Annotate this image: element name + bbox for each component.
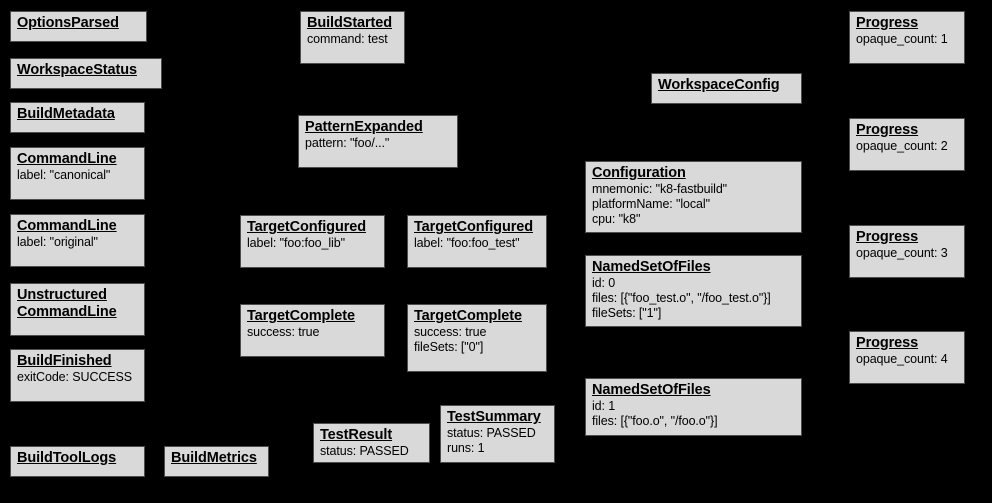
node-title: NamedSetOfFiles: [592, 382, 711, 398]
node-title: TargetConfigured: [247, 219, 366, 235]
node-title: NamedSetOfFiles: [592, 259, 711, 275]
node-field: exitCode: SUCCESS: [17, 370, 133, 384]
node-title: PatternExpanded: [305, 119, 423, 135]
node-field: id: 1: [592, 399, 616, 413]
node-title: Progress: [856, 122, 919, 138]
node-field: mnemonic: "k8-fastbuild": [592, 182, 728, 196]
node-field: command: test: [307, 32, 388, 46]
node-title: BuildToolLogs: [17, 450, 117, 466]
node-field: success: true: [247, 325, 320, 339]
node-field: pattern: "foo/...": [305, 136, 390, 150]
node-workspace-config[interactable]: WorkspaceConfig: [651, 73, 802, 104]
node-field: cpu: "k8": [592, 212, 641, 226]
node-field: label: "original": [17, 235, 98, 249]
node-title: OptionsParsed: [17, 15, 119, 31]
node-title: CommandLine: [17, 151, 117, 167]
node-title: TargetComplete: [414, 308, 522, 324]
node-title: WorkspaceConfig: [658, 77, 780, 93]
node-build-tool-logs[interactable]: BuildToolLogs: [10, 446, 145, 477]
node-title: TargetConfigured: [414, 219, 533, 235]
node-title: Progress: [856, 229, 919, 245]
node-options-parsed[interactable]: OptionsParsed: [10, 11, 147, 42]
node-title: Progress: [856, 335, 919, 351]
node-field: opaque_count: 1: [856, 32, 948, 46]
node-field: label: "canonical": [17, 168, 111, 182]
node-title: TestSummary: [447, 409, 541, 425]
node-title: TargetComplete: [247, 308, 355, 324]
node-title: Configuration: [592, 165, 686, 181]
node-field: opaque_count: 2: [856, 139, 948, 153]
node-field: label: "foo:foo_test": [414, 236, 520, 250]
node-title: Unstructured CommandLine: [17, 287, 117, 320]
node-field: opaque_count: 4: [856, 352, 948, 366]
node-field: files: [{"foo.o", "/foo.o"}]: [592, 414, 718, 428]
node-build-metadata[interactable]: BuildMetadata: [10, 102, 145, 133]
node-unstructured-command-line[interactable]: Unstructured CommandLine: [10, 283, 145, 336]
node-title: BuildStarted: [307, 15, 393, 31]
node-title: WorkspaceStatus: [17, 62, 137, 78]
node-field: runs: 1: [447, 441, 485, 455]
node-field: status: PASSED: [320, 444, 409, 458]
node-workspace-status[interactable]: WorkspaceStatus: [10, 58, 162, 89]
node-title: TestResult: [320, 427, 393, 443]
node-field: fileSets: ["0"]: [414, 340, 484, 354]
node-field: opaque_count: 3: [856, 246, 948, 260]
node-field: files: [{"foo_test.o", "/foo_test.o"}]: [592, 291, 771, 305]
node-field: success: true: [414, 325, 487, 339]
node-title: CommandLine: [17, 218, 117, 234]
node-field: fileSets: ["1"]: [592, 306, 662, 320]
node-field: platformName: "local": [592, 197, 710, 211]
node-title: BuildMetrics: [171, 450, 257, 466]
node-field: id: 0: [592, 276, 616, 290]
node-field: label: "foo:foo_lib": [247, 236, 345, 250]
node-title: Progress: [856, 15, 919, 31]
node-field: status: PASSED: [447, 426, 536, 440]
node-title: BuildMetadata: [17, 106, 115, 122]
node-build-metrics[interactable]: BuildMetrics: [164, 446, 269, 477]
node-title: BuildFinished: [17, 353, 112, 369]
